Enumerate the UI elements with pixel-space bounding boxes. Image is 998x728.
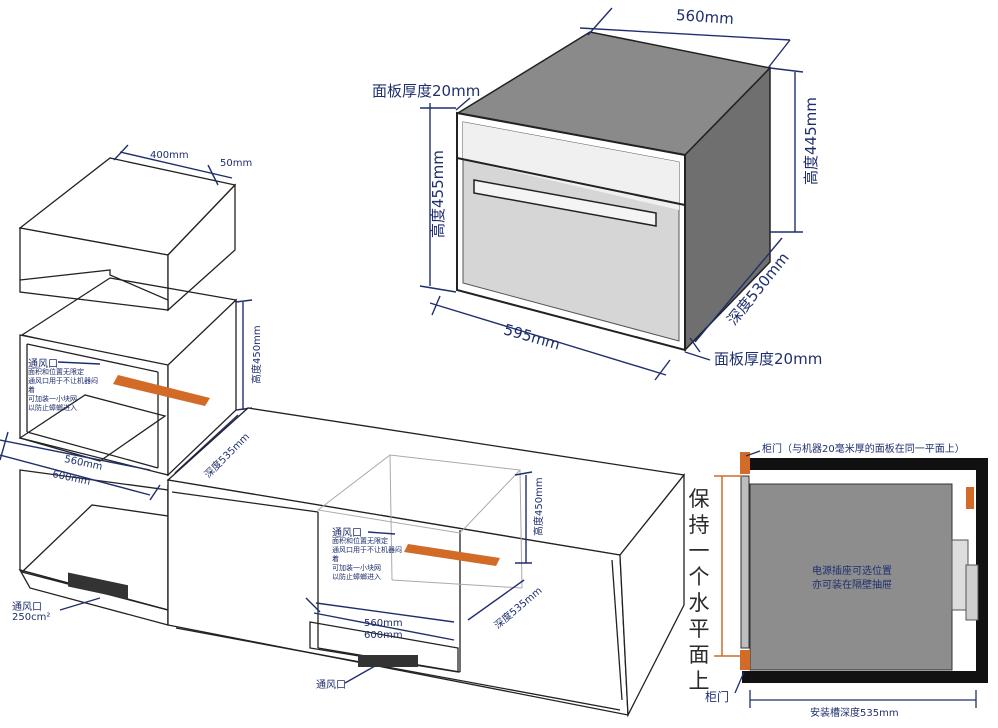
section-top-door-note: 柜门（与机器20毫米厚的面板在同一平面上）	[762, 444, 965, 455]
counter-cabinet-illustration	[166, 407, 686, 718]
section-dimension-lines	[734, 450, 977, 708]
tall-top-side-label: 50mm	[220, 158, 253, 169]
oven-panel-thickness-bottom-label: 面板厚度20mm	[714, 350, 823, 368]
oven-height-left-label: 高度455mm	[429, 150, 447, 238]
tall-vent-title: 通风口	[28, 359, 58, 370]
counter-height-label: 高度450mm	[534, 477, 545, 536]
tall-bottom-vent-area: 250cm²	[12, 612, 51, 623]
tall-cabinet-dimension-lines	[0, 144, 253, 611]
section-slot-depth-label: 安装槽深度535mm	[810, 708, 899, 719]
tall-vent-slot	[113, 375, 210, 406]
counter-width-600-label: 600mm	[364, 630, 403, 641]
oven-panel-thickness-top-label: 面板厚度20mm	[372, 82, 481, 100]
oven-height-right-label: 高度445mm	[802, 97, 820, 185]
section-socket-note-1: 电源插座可选位置	[812, 566, 892, 577]
counter-bottom-vent-grille	[358, 655, 418, 667]
tall-vent-note: 面积和位置无限定 通风口用于不让机器闷着 可加装一小块网 以防止蟑螂进入	[28, 368, 98, 412]
bottom-door-marker	[740, 650, 750, 670]
tall-height-label: 高度450mm	[252, 325, 263, 384]
counter-vent-note: 面积和位置无限定 通风口用于不让机器闷着 可加装一小块网 以防止蟑螂进入	[332, 537, 402, 581]
counter-vent-title: 通风口	[332, 528, 362, 539]
section-socket-note-2: 亦可装在隔壁抽屉	[812, 580, 892, 591]
oven-illustration	[455, 31, 772, 352]
tall-bottom-vent-label: 通风口	[12, 602, 42, 613]
top-door-marker	[740, 452, 750, 474]
socket-marker	[966, 487, 974, 509]
tall-top-width-label: 400mm	[150, 150, 189, 161]
counter-width-560-label: 560mm	[364, 618, 403, 629]
tall-cabinet-illustration	[18, 157, 238, 626]
tall-bottom-vent-grille	[68, 572, 128, 600]
section-level-text: 保持一个水平面上	[688, 487, 712, 693]
section-view	[714, 452, 988, 683]
counter-vent-slot	[404, 544, 500, 566]
oven-dimension-lines	[419, 7, 804, 381]
counter-dimension-lines	[305, 471, 533, 684]
counter-oven-outline	[316, 454, 523, 589]
section-bottom-door-label: 柜门	[705, 690, 730, 704]
counter-bottom-vent-label: 通风口	[316, 680, 346, 691]
